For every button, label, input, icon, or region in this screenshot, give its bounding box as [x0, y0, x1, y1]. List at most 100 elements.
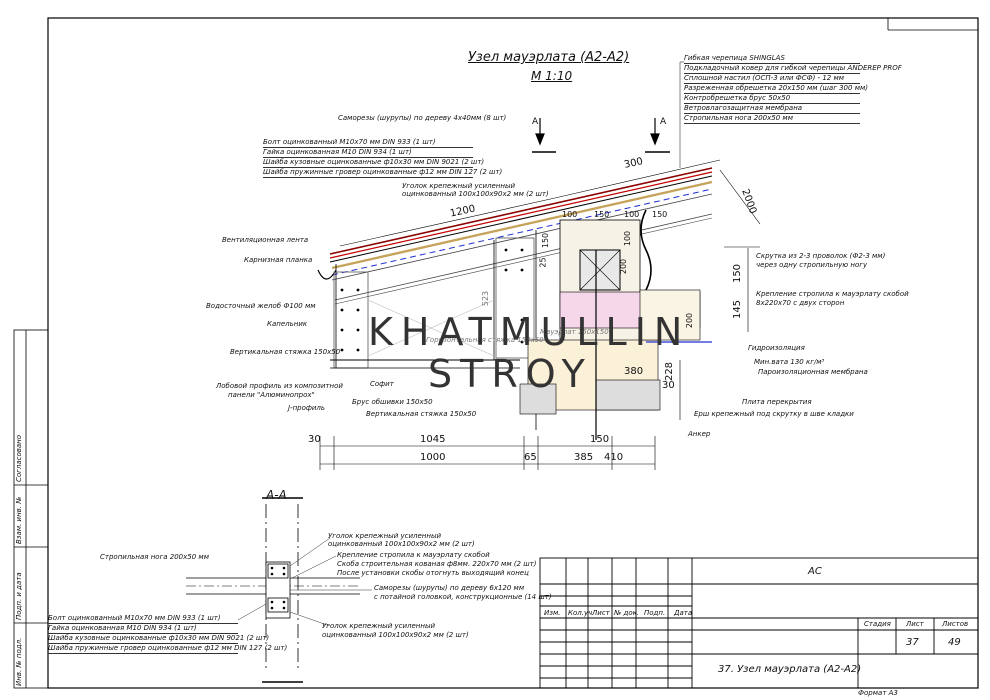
tb-code: АС — [808, 566, 822, 577]
label-gutter: Водосточный желоб Ф100 мм — [206, 302, 316, 310]
dim-65: 65 — [524, 452, 537, 463]
label-vent-tape: Вентиляционная лента — [222, 236, 309, 244]
stamp-inv-orig: Инв. № подл. — [15, 637, 23, 686]
roof-layer: Ветровлагозащитная мембрана — [684, 104, 860, 114]
dim-150a: 150 — [594, 210, 610, 219]
tb-col: Изм. — [544, 609, 561, 617]
roof-slope — [329, 167, 713, 305]
dim-385: 385 — [574, 452, 594, 463]
roof-layer: Контробрешетка брус 50х50 — [684, 94, 860, 104]
tb-sheets-h: Листов — [942, 620, 969, 628]
label-twist: Скрутка из 2-3 проволок (Ф2-3 мм) — [756, 252, 886, 260]
section-mark-left: А — [532, 117, 539, 127]
label-aa-screw: Саморезы (шурупы) по дереву 6х120 мм — [374, 584, 525, 592]
tb-col: Дата — [674, 609, 693, 617]
tb-format: Формат А3 — [858, 689, 898, 697]
aa-bolt-item: Шайба пружинные гровер оцинкованные ф12 … — [48, 644, 288, 654]
label-mauer: Мауэрлат 150х150 — [540, 328, 609, 336]
watermark-line1: KHATMULLIN — [368, 310, 691, 354]
bottom-dimensions — [319, 436, 656, 470]
label-cap: Капельник — [267, 320, 308, 328]
label-aa-fix-2: Скоба строительная кованая ф8мм. 220х70 … — [337, 560, 537, 568]
tb-sheets: 49 — [948, 637, 961, 648]
bolt-item: Болт оцинкованный М10х70 мм DIN 933 (1 ш… — [263, 138, 473, 148]
stamp-replace-inv: Взам. инв. № — [15, 496, 23, 544]
label-aa-fix: Крепление стропила к мауэрлату скобой — [337, 551, 490, 559]
dim-150d: 150 — [590, 434, 610, 445]
label-minwool: Мин.вата 130 кг/м³ — [754, 358, 825, 366]
label-rafter-fix: Крепление стропила к мауэрлату скобой — [756, 290, 909, 298]
label-twist-2: через одну стропильную ногу — [756, 261, 868, 269]
label-eave-plank: Карнизная планка — [244, 256, 313, 264]
aa-bolt-list: Болт оцинкованный М10х70 мм DIN 933 (1 ш… — [48, 614, 288, 654]
stamp-agreed: Согласовано — [15, 434, 23, 482]
section-title: А-А — [266, 488, 287, 502]
label-vapor: Пароизоляционная мембрана — [758, 368, 868, 376]
label-rafter-aa: Стропильная нога 200х50 мм — [100, 553, 209, 561]
label-aa-corner-b-2: оцинкованный 100х100х90х2 мм (2 шт) — [322, 631, 469, 639]
roof-layer: Гибкая черепица SHINGLAS — [684, 54, 860, 64]
tb-col: Кол.уч — [568, 609, 593, 617]
roof-layer: Подкладочный ковер для гибкой черепицы A… — [684, 64, 902, 74]
label-aa-screw-2: с потайной головкой, конструкционные (14… — [374, 593, 552, 601]
wall-section — [519, 209, 712, 440]
tb-col: № док. — [614, 609, 640, 617]
bolt-item: Шайба кузовные оцинкованные ф10х30 мм DI… — [263, 158, 485, 168]
tb-sheet-h: Лист — [906, 620, 924, 628]
label-aa-corner: Уголок крепежный усиленный — [328, 532, 442, 540]
tb-col: Подп. — [644, 609, 666, 617]
label-anchor: Анкер — [688, 430, 711, 438]
dim-100v: 100 — [623, 230, 633, 247]
label-corner: Уголок крепежный усиленный — [402, 182, 516, 190]
section-aa — [186, 497, 360, 683]
bolt-item: Гайка оцинкованная М10 DIN 934 (1 шт) — [263, 148, 473, 158]
label-front-profile-2: панели "Алюминопрох" — [228, 391, 315, 399]
label-aa-corner-b: Уголок крепежный усиленный — [322, 622, 436, 630]
label-aa-fix-3: После установки скобы отогнуть выходящий… — [337, 569, 529, 577]
dim-1045: 1045 — [420, 434, 446, 445]
label-aa-corner-2: оцинкованный 100х100х90х2 мм (2 шт) — [328, 540, 475, 548]
tb-col: Лист — [592, 609, 610, 617]
label-soffit: Софит — [370, 380, 394, 388]
tb-sheet: 37 — [906, 637, 919, 648]
roof-layer: Сплошной настил (ОСП-3 или ФСФ) - 12 мм — [684, 74, 860, 84]
tb-stage-h: Стадия — [864, 620, 891, 628]
aa-bolt-item: Шайба кузовные оцинкованные ф10х30 мм DI… — [48, 634, 270, 644]
drawing-title: Узел мауэрлата (А2-А2) — [468, 50, 630, 65]
dim-100b: 100 — [624, 210, 640, 219]
aa-bolt-item: Болт оцинкованный М10х70 мм DIN 933 (1 ш… — [48, 614, 238, 624]
dim-523: 523 — [481, 290, 491, 307]
dim-200v: 200 — [619, 258, 629, 275]
dim-30r: 30 — [662, 380, 675, 391]
label-front-profile: Лобовой профиль из композитной — [216, 382, 343, 390]
roof-layer: Разреженная обрешетка 20х150 мм (шаг 300… — [684, 84, 868, 94]
label-ruff: Ерш крепежный под скрутку в шве кладки — [694, 410, 854, 418]
label-slab: Плита перекрытия — [742, 398, 812, 406]
title-block — [539, 557, 979, 689]
label-lining-beam: Брус обшивки 150х50 — [352, 398, 433, 406]
aa-bolt-item: Гайка оцинкованная М10 DIN 934 (1 шт) — [48, 624, 238, 634]
label-rafter-fix-2: 8х220х70 с двух сторон — [756, 299, 845, 307]
tb-name: 37. Узел мауэрлата (А2-А2) — [718, 664, 862, 675]
label-waterproof: Гидроизоляция — [748, 344, 805, 352]
dim-145: 145 — [732, 299, 744, 320]
roof-layer: Стропильная нога 200х50 мм — [684, 114, 860, 124]
bolt-group-list: Болт оцинкованный М10х70 мм DIN 933 (1 ш… — [263, 138, 503, 178]
label-horiz-tie: Горизонтальная стяжка 150х50 — [426, 336, 544, 344]
dim-380: 380 — [624, 366, 644, 377]
watermark-line2: STROY — [428, 352, 593, 396]
label-j-profile: J-профиль — [288, 404, 326, 412]
label-screws: Саморезы (шурупы) по дереву 4х40мм (8 шт… — [338, 114, 507, 122]
stamp-sign-date: Подп. и дата — [15, 572, 23, 620]
dim-410: 410 — [604, 452, 624, 463]
dim-100a: 100 — [562, 210, 578, 219]
dim-25: 25 — [538, 257, 548, 268]
section-marks — [532, 118, 670, 153]
dim-150c: 150 — [541, 232, 551, 249]
bolt-item: Шайба пружинные гровер оцинкованные ф12 … — [263, 168, 503, 178]
label-corner-2: оцинкованный 100х100х90х2 мм (2 шт) — [402, 190, 549, 198]
side-stamp — [13, 329, 49, 689]
roof-layers-list: Гибкая черепица SHINGLAS Подкладочный ко… — [684, 54, 902, 124]
dim-30: 30 — [308, 434, 321, 445]
